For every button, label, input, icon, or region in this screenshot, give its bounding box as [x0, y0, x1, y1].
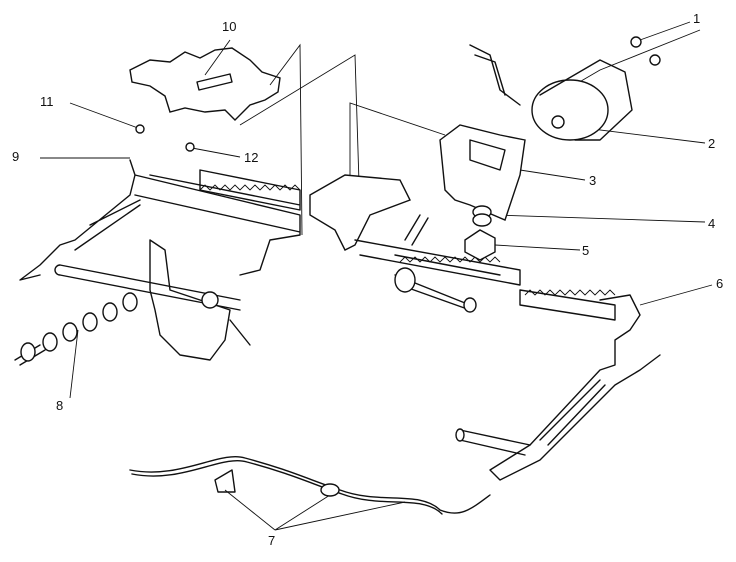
part-10-bracket [129, 47, 281, 121]
callout-10: 10 [222, 19, 237, 34]
part-7-cable [129, 456, 491, 514]
callout-7: 7 [268, 533, 276, 548]
part-6-latch [489, 294, 661, 481]
callout-6: 6 [716, 276, 724, 291]
callout-12: 12 [244, 150, 259, 165]
callout-3: 3 [589, 173, 597, 188]
callout-9: 9 [12, 149, 20, 164]
left-frame [19, 159, 301, 281]
callout-2: 2 [708, 136, 716, 151]
callout-5: 5 [582, 243, 590, 258]
part-2-motor [531, 79, 609, 141]
part-12-screw [185, 142, 195, 152]
callout-4: 4 [708, 216, 716, 231]
part-11-screw [135, 124, 145, 134]
part-1-screw [630, 36, 642, 48]
spring-coils [20, 292, 138, 362]
callout-1: 1 [693, 11, 701, 26]
part-3-bracket [439, 124, 526, 221]
callout-8: 8 [56, 398, 64, 413]
callout-11: 11 [40, 94, 54, 109]
part-5-block [464, 229, 496, 261]
